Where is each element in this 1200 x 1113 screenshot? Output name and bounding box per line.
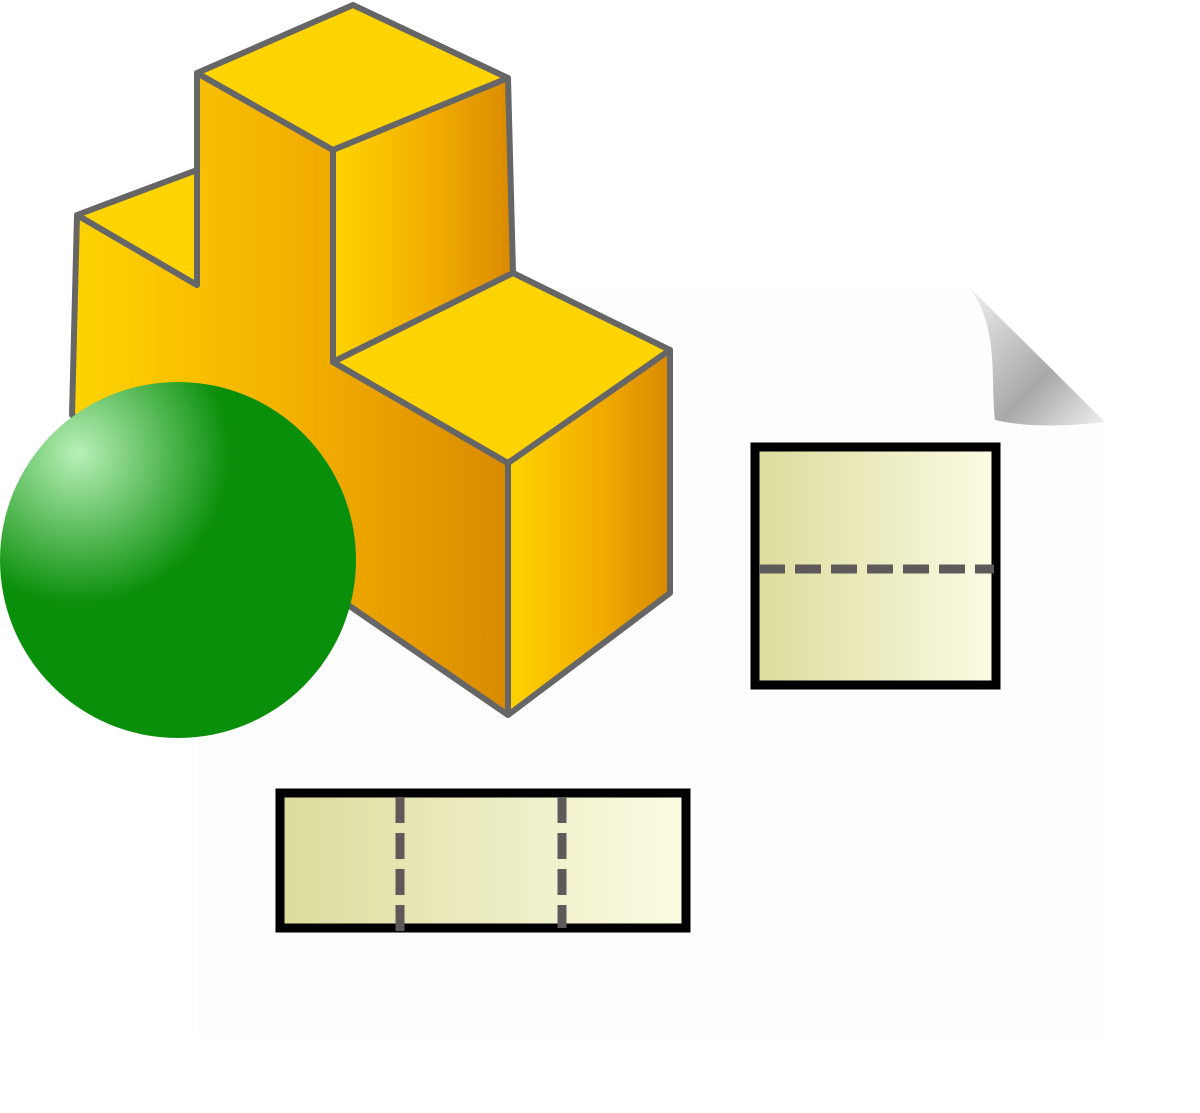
sphere [0, 382, 356, 738]
page-curl [970, 288, 1105, 426]
front-view [275, 788, 691, 933]
block-left-top-face [74, 167, 200, 288]
stepped-block [69, 2, 673, 718]
side-view [750, 442, 1001, 690]
front-block-right-face [505, 347, 673, 718]
front-view-frame [275, 788, 691, 933]
